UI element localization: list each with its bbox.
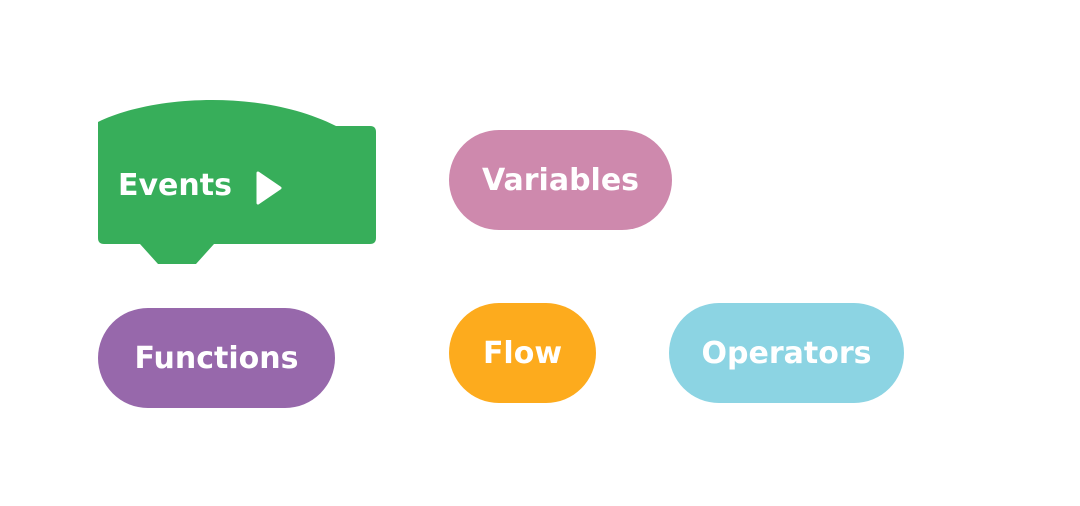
operators-block-label: Operators xyxy=(701,335,872,371)
functions-block-label: Functions xyxy=(134,340,299,376)
operators-block[interactable]: Operators xyxy=(669,303,904,403)
flow-block[interactable]: Flow xyxy=(449,303,596,403)
play-icon[interactable] xyxy=(254,170,284,206)
variables-block-label: Variables xyxy=(481,162,640,198)
events-block-shape[interactable] xyxy=(98,99,376,264)
events-block-label[interactable]: Events xyxy=(118,168,232,203)
functions-block[interactable]: Functions xyxy=(98,308,335,408)
flow-block-label: Flow xyxy=(482,335,563,371)
variables-block[interactable]: Variables xyxy=(449,130,672,230)
